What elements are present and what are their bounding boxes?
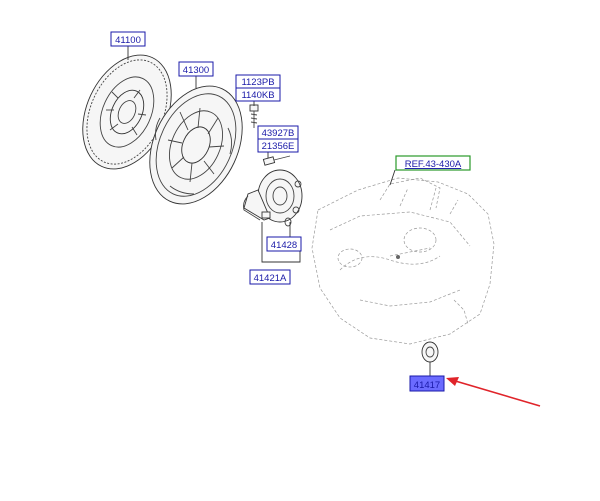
callout-43927b[interactable]: 43927B: [257, 125, 299, 140]
leader-lines: [127, 46, 431, 376]
pressure-plate-icon: [149, 85, 243, 205]
transaxle-icon: [311, 177, 495, 345]
callout-label: 1140KB: [241, 90, 274, 101]
reference-label: REF.43-430A: [405, 159, 462, 170]
callout-41421a[interactable]: 41421A: [249, 269, 291, 285]
callout-21356e[interactable]: 21356E: [257, 138, 299, 153]
callout-label: 41417: [414, 380, 440, 391]
callout-label: 41100: [115, 35, 141, 46]
callout-1123pb[interactable]: 1123PB: [235, 74, 281, 89]
callout-41428[interactable]: 41428: [266, 236, 302, 252]
drain-plug-icon: [421, 341, 439, 363]
callout-label: 1123PB: [241, 77, 274, 88]
o-ring-icon: [284, 217, 292, 227]
callout-41300[interactable]: 41300: [178, 61, 214, 77]
reference-callout[interactable]: REF.43-430A: [395, 155, 471, 171]
red-arrow-icon: [446, 377, 541, 407]
callout-label: 41428: [271, 240, 297, 251]
callout-41100[interactable]: 41100: [110, 31, 146, 47]
callout-1140kb[interactable]: 1140KB: [235, 87, 281, 102]
bolt-icon: [249, 104, 259, 128]
callout-label: 41300: [183, 65, 209, 76]
callout-label: 21356E: [262, 141, 295, 152]
callout-41417[interactable]: 41417: [409, 375, 445, 392]
clutch-disc-icon: [82, 54, 172, 170]
fitting-icon: [262, 155, 291, 166]
callout-label: 43927B: [262, 128, 295, 139]
callout-label: 41421A: [254, 273, 287, 284]
release-cylinder-icon: [243, 169, 303, 223]
